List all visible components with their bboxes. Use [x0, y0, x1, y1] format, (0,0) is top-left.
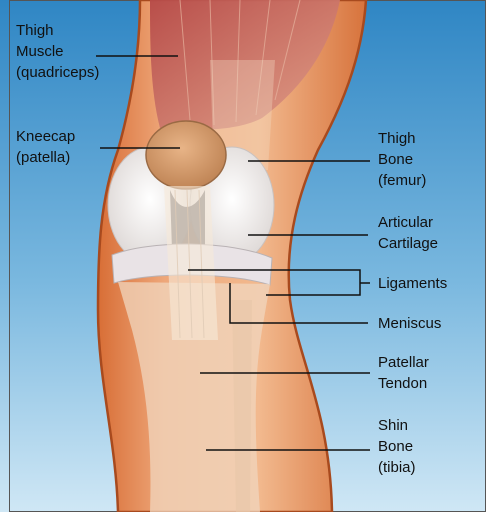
label-text: Thigh	[378, 128, 426, 149]
label-shin-bone: Shin Bone (tibia)	[378, 415, 416, 478]
label-text: (femur)	[378, 170, 426, 191]
label-kneecap: Kneecap (patella)	[16, 126, 75, 168]
label-patellar-tendon: Patellar Tendon	[378, 352, 429, 394]
label-thigh-muscle: Thigh Muscle (quadriceps)	[16, 20, 99, 83]
label-thigh-bone: Thigh Bone (femur)	[378, 128, 426, 191]
label-text: Ligaments	[378, 273, 447, 294]
label-text: (patella)	[16, 147, 75, 168]
label-text: Meniscus	[378, 313, 441, 334]
label-text: Tendon	[378, 373, 429, 394]
label-text: Muscle	[16, 41, 99, 62]
label-text: Cartilage	[378, 233, 438, 254]
label-text: Thigh	[16, 20, 99, 41]
label-text: (quadriceps)	[16, 62, 99, 83]
label-text: Shin	[378, 415, 416, 436]
kneecap-bone	[146, 121, 226, 189]
label-text: Bone	[378, 436, 416, 457]
label-meniscus: Meniscus	[378, 313, 441, 334]
label-text: Patellar	[378, 352, 429, 373]
label-text: Kneecap	[16, 126, 75, 147]
label-articular-cartilage: Articular Cartilage	[378, 212, 438, 254]
label-text: Articular	[378, 212, 438, 233]
label-text: (tibia)	[378, 457, 416, 478]
label-text: Bone	[378, 149, 426, 170]
label-ligaments: Ligaments	[378, 273, 447, 294]
